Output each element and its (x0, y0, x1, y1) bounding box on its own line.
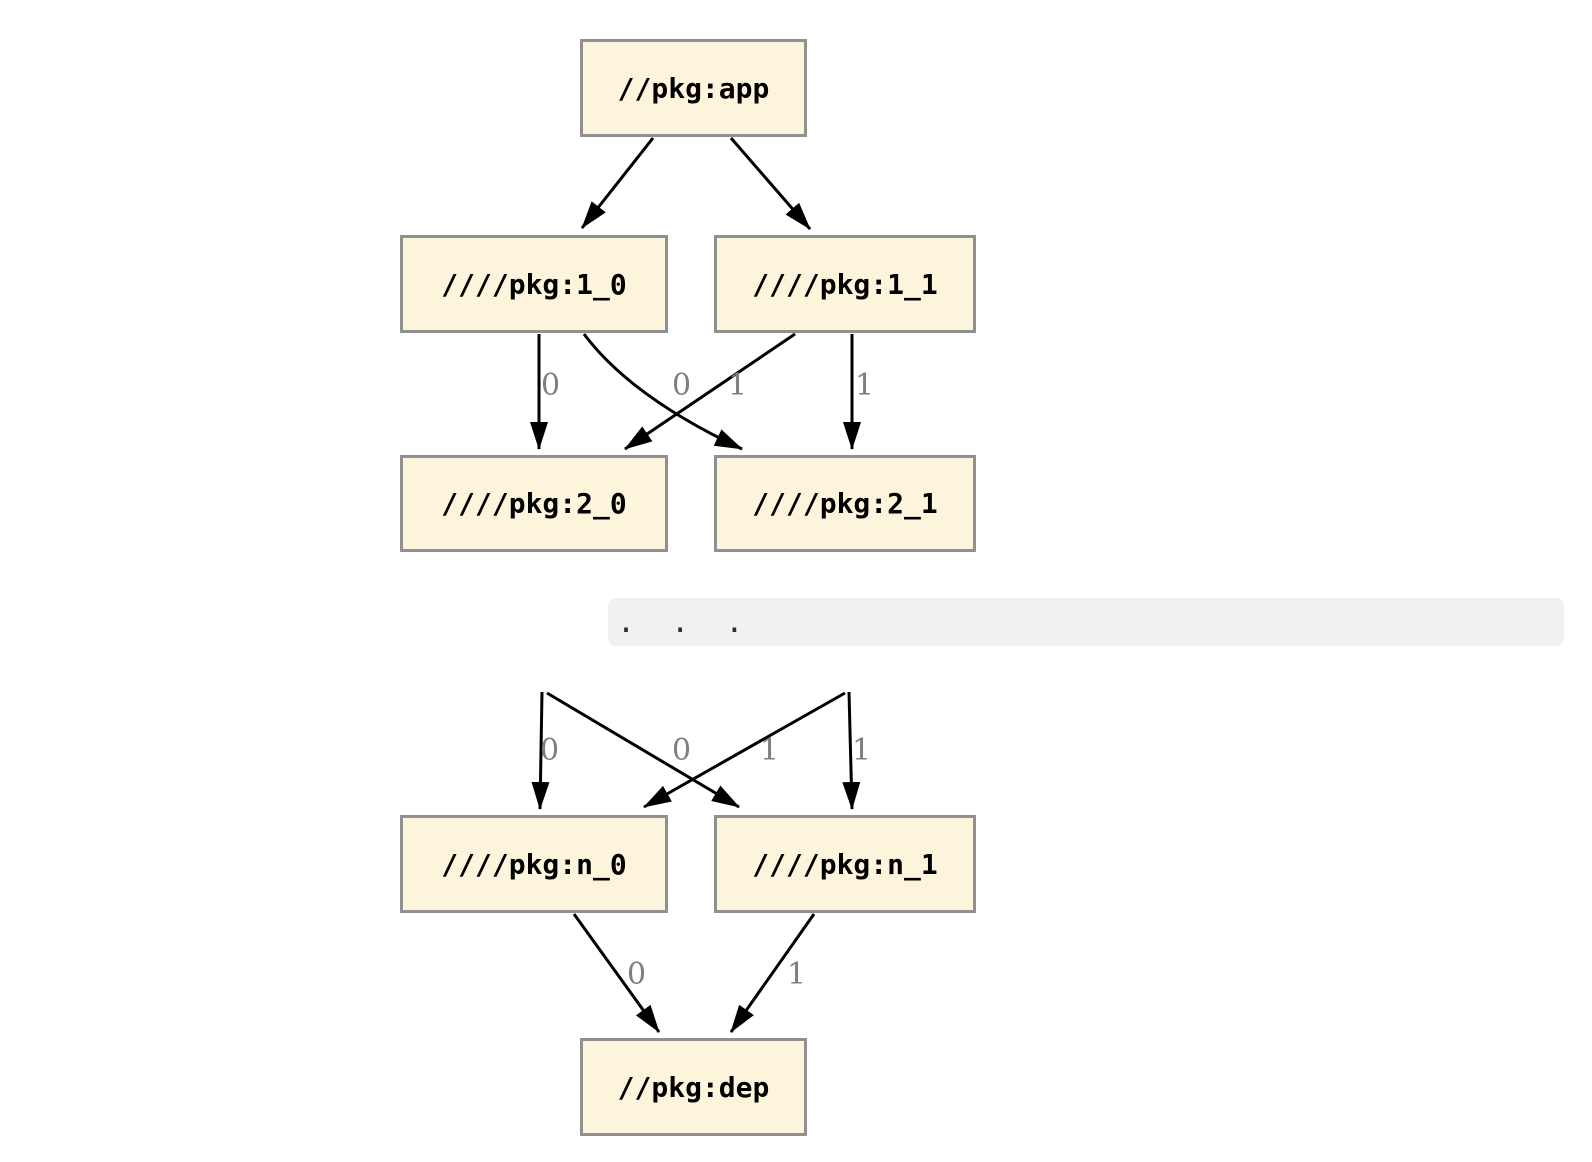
edge-1-1-to-2-0 (624, 332, 796, 451)
edge-ellipsis-to-n-0-cross (643, 691, 846, 809)
edge-1-0-to-2-1 (582, 333, 743, 451)
edge-ellipsis-to-n-0-direct (531, 691, 550, 810)
edge-ellipsis-to-n-1-cross (546, 691, 740, 809)
ellipsis-text: . . . (617, 604, 744, 640)
edge-label: 0 (627, 957, 647, 992)
node-pkg-2-0: ////pkg:2_0 (400, 455, 668, 552)
edge-app-to-1-1 (729, 137, 812, 230)
node-pkg-2-1: ////pkg:2_1 (714, 455, 976, 552)
edge-label: 1 (852, 733, 872, 768)
edge-ellipsis-to-n-1-direct (842, 691, 861, 810)
edge-app-to-1-0 (580, 137, 655, 229)
node-pkg-1-1: ////pkg:1_1 (714, 235, 976, 333)
node-pkg-dep: //pkg:dep (580, 1038, 807, 1136)
node-pkg-n-1: ////pkg:n_1 (714, 815, 976, 913)
edge-label: 0 (672, 733, 692, 768)
edge-label: 1 (855, 368, 875, 403)
edge-label: 1 (787, 957, 807, 992)
edge-label: 1 (728, 368, 748, 403)
edge-n-1-to-dep (729, 913, 816, 1033)
edge-label: 0 (541, 368, 561, 403)
node-pkg-1-0: ////pkg:1_0 (400, 235, 668, 333)
edge-label: 0 (540, 733, 560, 768)
edge-n-0-to-dep (572, 913, 661, 1033)
edge-label: 0 (672, 368, 692, 403)
node-pkg-app: //pkg:app (580, 39, 807, 137)
edge-label: 1 (760, 733, 780, 768)
node-pkg-n-0: ////pkg:n_0 (400, 815, 668, 913)
ellipsis-bar: . . . (608, 598, 1564, 646)
